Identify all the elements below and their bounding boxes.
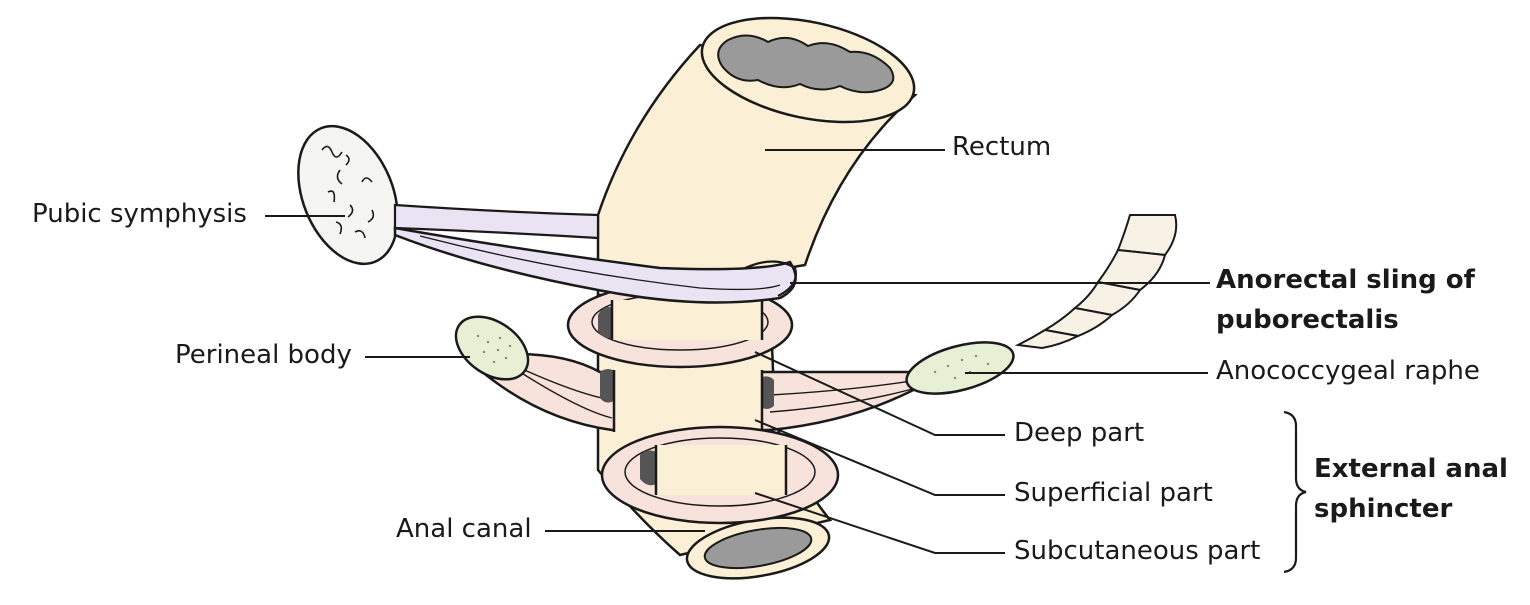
label-external-anal-sphincter-line2: sphincter bbox=[1314, 494, 1453, 524]
label-pubic-symphysis: Pubic symphysis bbox=[32, 199, 247, 229]
leader-subcutaneous-part bbox=[754, 492, 1005, 554]
label-anococcygeal-raphe: Anococcygeal raphe bbox=[1216, 356, 1480, 386]
subcutaneous-part-ring bbox=[600, 425, 840, 525]
coccyx-shape bbox=[1014, 214, 1178, 350]
label-anal-canal: Anal canal bbox=[396, 514, 532, 544]
deep-part-ring bbox=[566, 281, 794, 369]
pubic-symphysis-shape bbox=[297, 124, 399, 266]
rectum-tube bbox=[596, 16, 918, 302]
label-subcutaneous-part: Subcutaneous part bbox=[1014, 536, 1261, 566]
label-perineal-body: Perineal body bbox=[175, 340, 352, 370]
label-superficial-part: Superficial part bbox=[1014, 478, 1213, 508]
label-rectum: Rectum bbox=[952, 132, 1052, 162]
superficial-part bbox=[478, 352, 950, 432]
leader-superficial-part bbox=[754, 419, 1005, 496]
label-deep-part: Deep part bbox=[1014, 418, 1145, 448]
leader-deep-part bbox=[754, 351, 1005, 436]
label-external-anal-sphincter-line1: External anal bbox=[1314, 454, 1508, 484]
leader-lines bbox=[265, 149, 1307, 574]
anococcygeal-raphe-shape bbox=[905, 341, 1015, 395]
label-anorectal-sling-line2: puborectalis bbox=[1216, 305, 1399, 335]
perineal-body-shape bbox=[454, 315, 530, 381]
anorectal-sling bbox=[393, 203, 797, 304]
brace-external-anal-sphincter bbox=[1283, 410, 1307, 574]
label-anorectal-sling-line1: Anorectal sling of bbox=[1216, 265, 1475, 295]
